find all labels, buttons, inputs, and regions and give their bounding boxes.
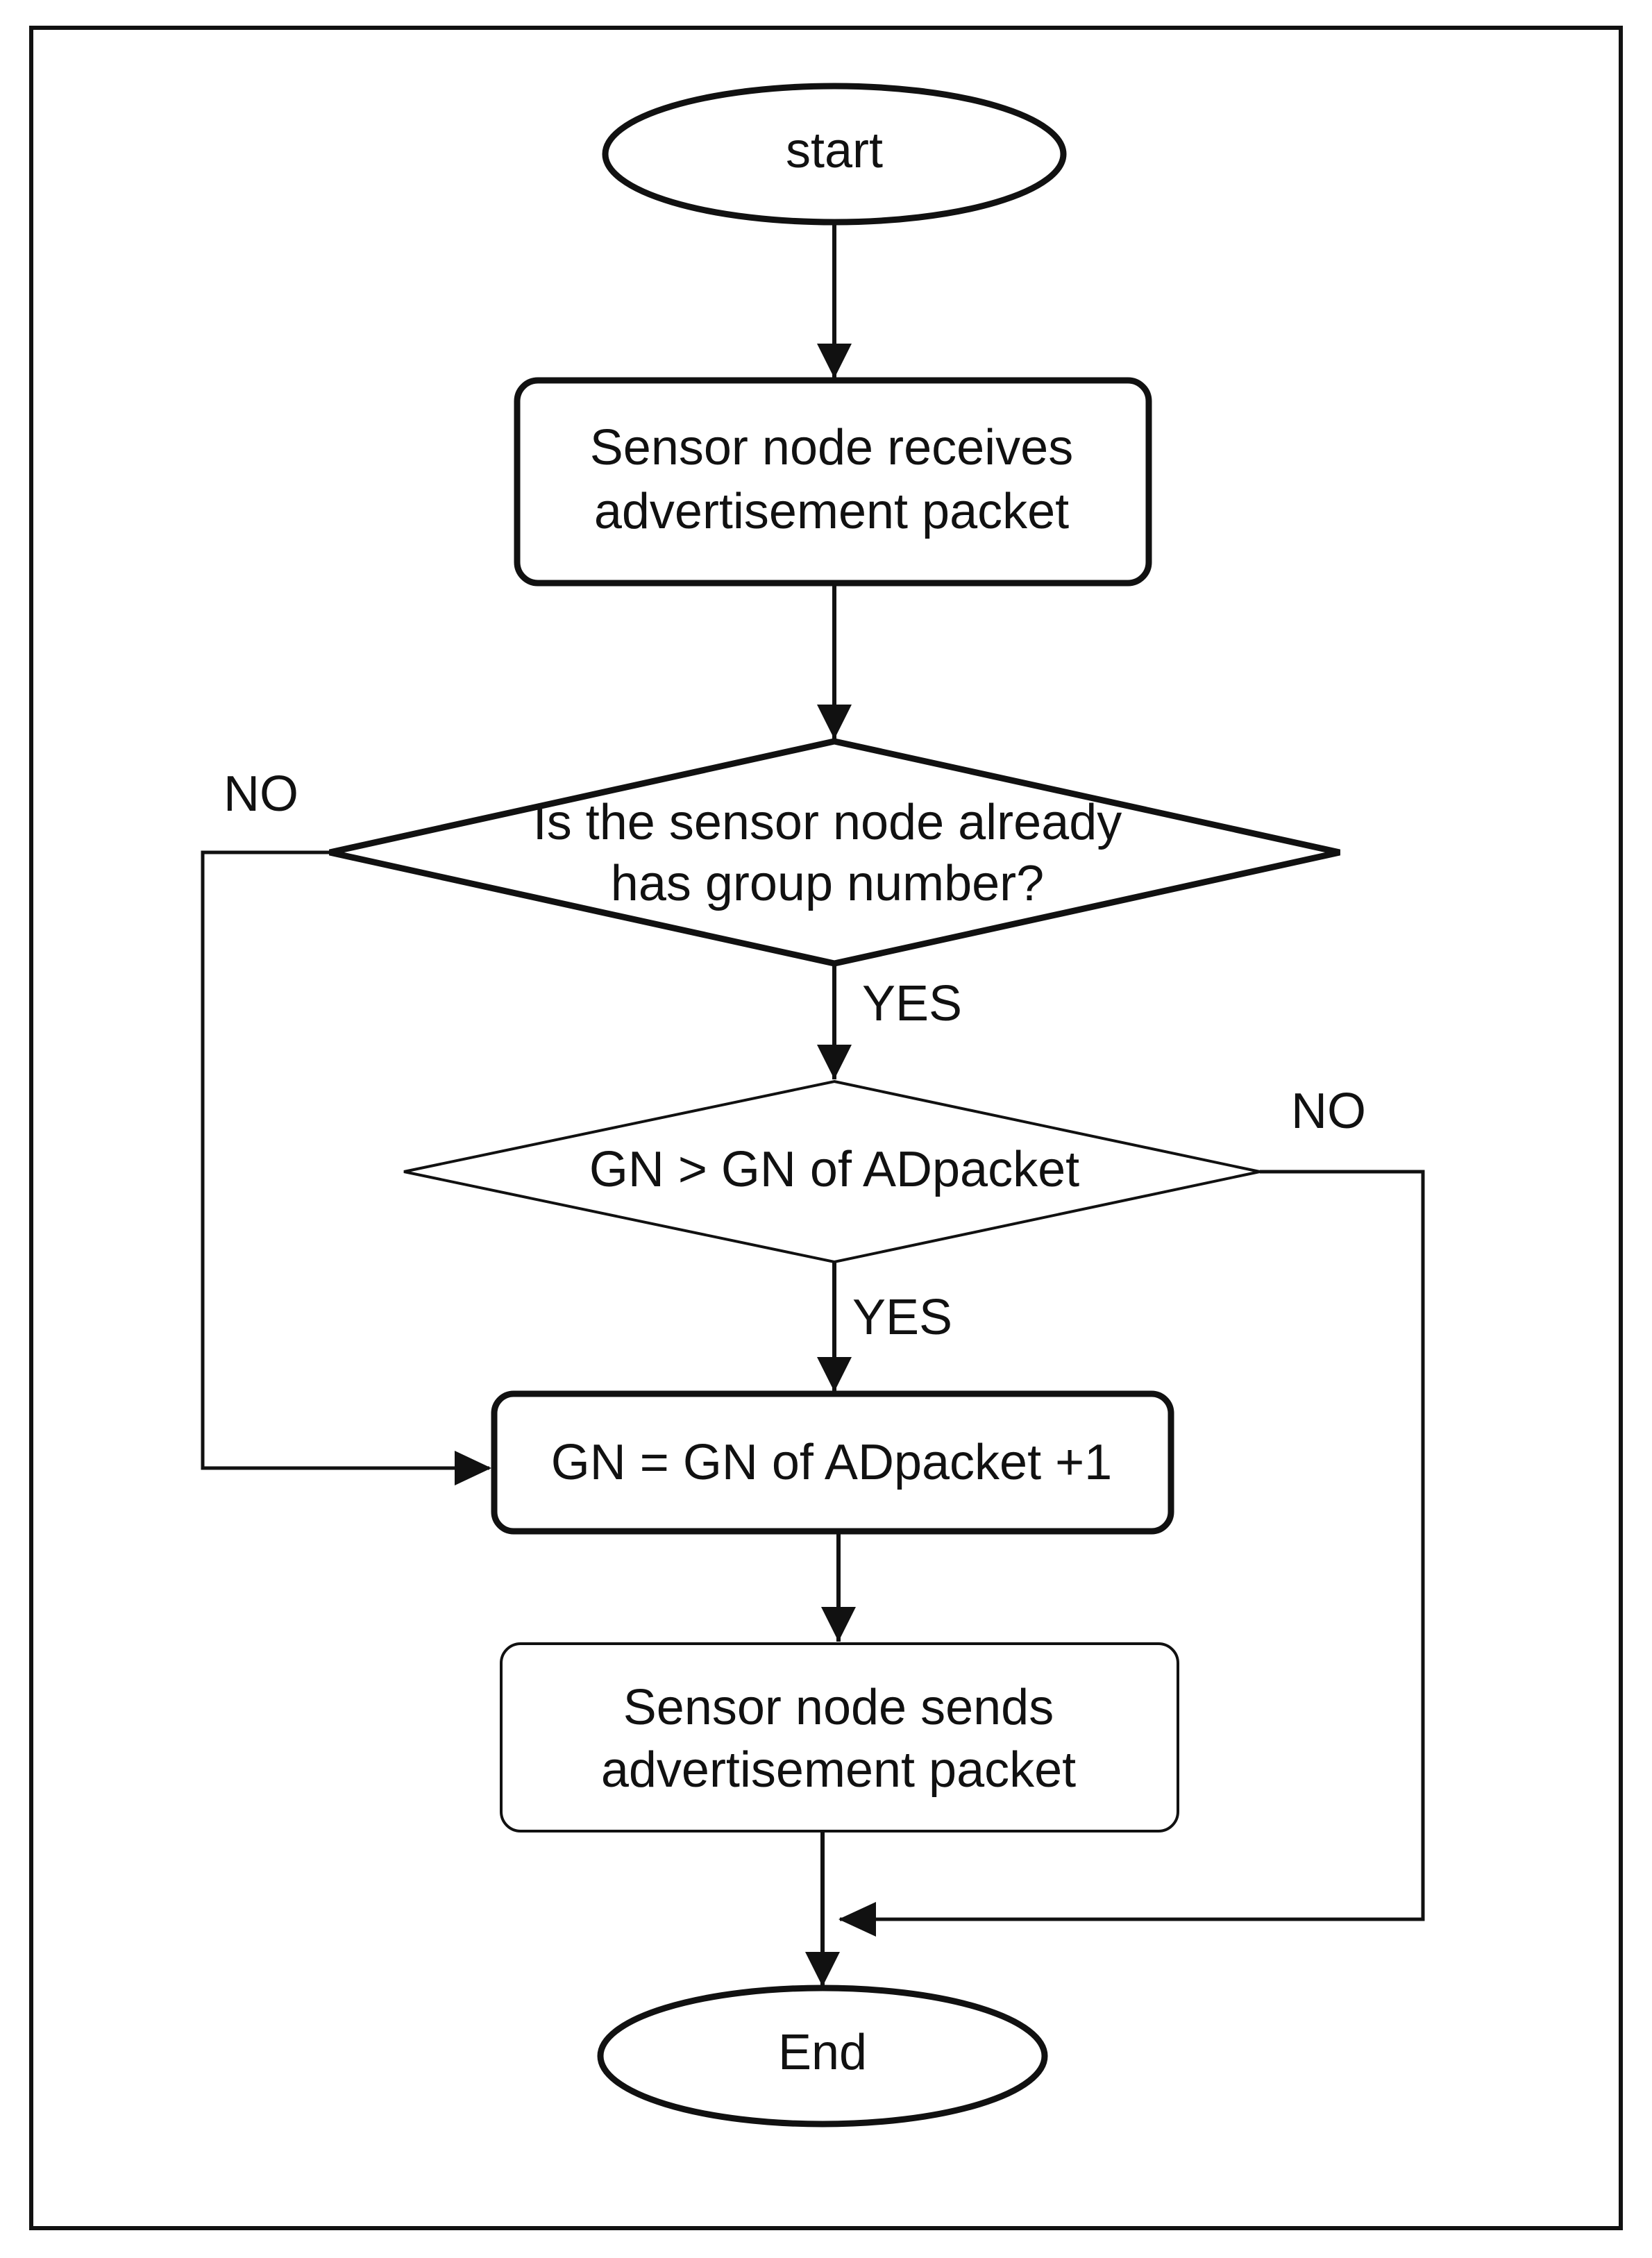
receive-label-line1: Sensor node receives xyxy=(590,420,1073,475)
end-terminal xyxy=(597,1985,1048,2128)
receive-process-box xyxy=(514,377,1152,587)
decision-gn-label: GN > GN of ADpacket xyxy=(589,1142,1079,1197)
decision-group-number xyxy=(329,738,1340,967)
assign-label: GN = GN of ADpacket +1 xyxy=(551,1435,1112,1490)
edge-label-group-no: NO xyxy=(224,766,298,822)
end-label: End xyxy=(778,2025,867,2080)
arrowhead-gn-yes xyxy=(817,1357,852,1392)
decision-group-line1: Is the sensor node already xyxy=(533,795,1122,850)
arrowhead-gn-no xyxy=(838,1902,876,1937)
receive-label-line2: advertisement packet xyxy=(594,484,1069,539)
edge-label-gn-no: NO xyxy=(1291,1084,1366,1139)
arrowhead-start-to-receive xyxy=(817,344,852,378)
edge-gn-no xyxy=(840,1170,1425,1921)
arrowhead-assign-to-send xyxy=(821,1607,856,1642)
assign-process-box xyxy=(491,1390,1174,1535)
decision-group-line2: has group number? xyxy=(611,856,1044,911)
start-label: start xyxy=(786,123,883,178)
edge-group-no xyxy=(201,850,489,1470)
arrowhead-group-yes xyxy=(817,1045,852,1079)
send-label-line1: Sensor node sends xyxy=(623,1680,1054,1735)
arrowhead-receive-to-decision xyxy=(817,705,852,739)
edge-label-gn-yes: YES xyxy=(852,1290,952,1345)
outer-frame xyxy=(29,26,1623,2230)
arrowhead-send-to-end xyxy=(805,1952,840,1987)
send-process-box xyxy=(500,1642,1179,1832)
edge-label-group-yes: YES xyxy=(862,976,962,1031)
arrowhead-group-no xyxy=(455,1451,491,1485)
send-label-line2: advertisement packet xyxy=(601,1742,1076,1798)
